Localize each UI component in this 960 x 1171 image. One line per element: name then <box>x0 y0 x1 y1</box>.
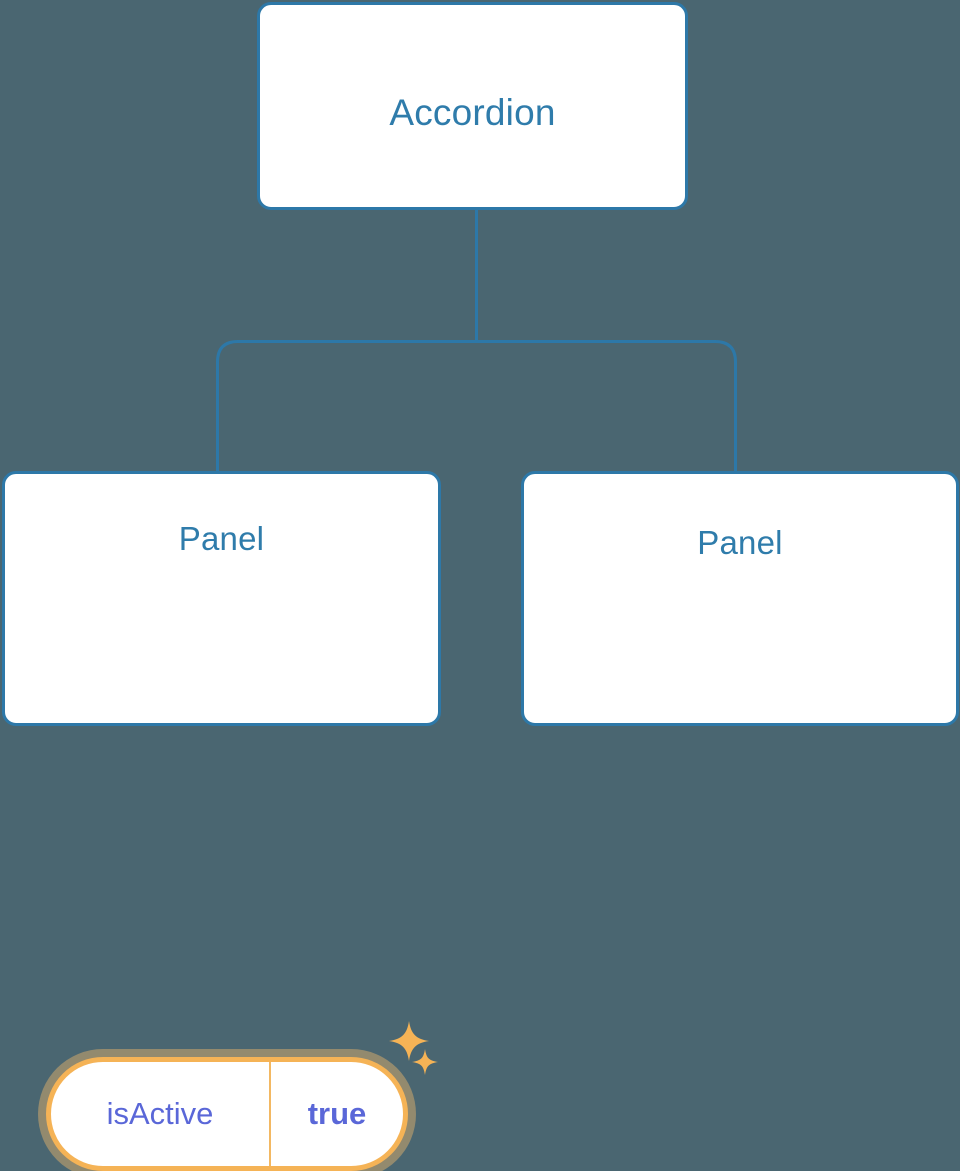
prop-key: isActive <box>51 1062 271 1166</box>
node-panel-right-title: Panel <box>697 524 783 561</box>
node-panel-right[interactable]: Panel isActive false <box>521 471 959 726</box>
prop-pill-isactive-true[interactable]: isActive true <box>46 1057 408 1171</box>
edge-to-panel-right <box>476 340 737 472</box>
node-accordion-title: Accordion <box>389 92 556 133</box>
node-panel-left[interactable]: Panel isActive true <box>2 471 441 1171</box>
prop-value: true <box>307 1096 367 1131</box>
edge-to-panel-left <box>216 340 477 472</box>
node-panel-left-title: Panel <box>178 520 265 557</box>
node-accordion[interactable]: Accordion <box>257 2 688 210</box>
sparkle-icon <box>389 1021 429 1061</box>
sparkle-icon-small <box>412 1049 438 1075</box>
